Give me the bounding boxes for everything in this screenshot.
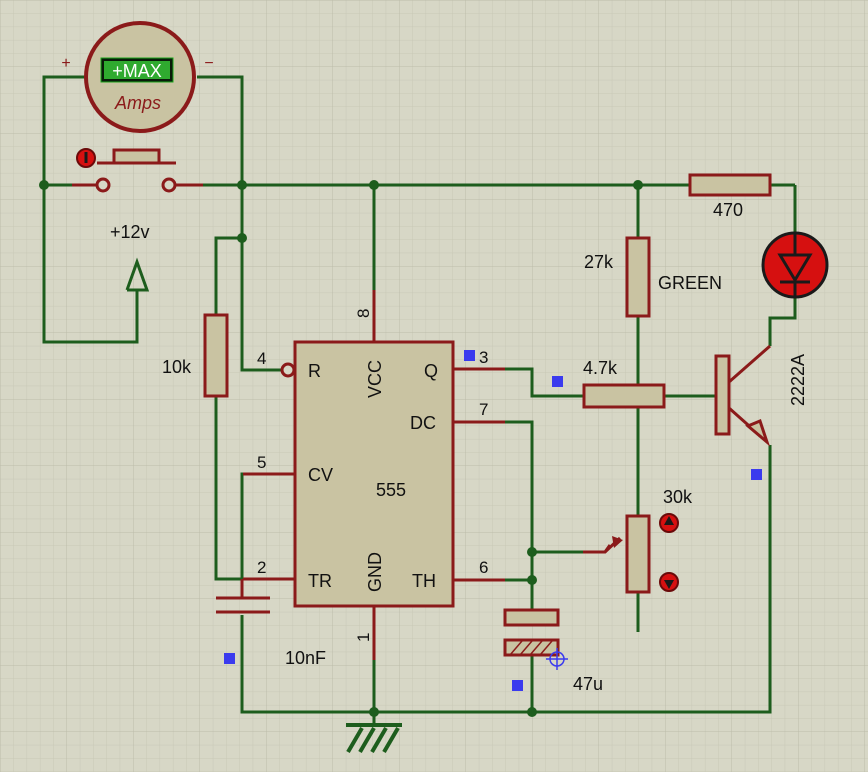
resistor-470[interactable]: 470 (688, 173, 772, 220)
pot-label: 30k (663, 487, 693, 507)
probe-markers (224, 350, 762, 691)
capacitor-10nf-label: 10nF (285, 648, 326, 668)
pin-number-6: 6 (479, 558, 488, 577)
led-label: GREEN (658, 273, 722, 293)
crosshair-icon (546, 648, 568, 670)
pin-cv-label: CV (308, 465, 333, 485)
ammeter-minus: − (204, 55, 213, 72)
resistor-4-7k[interactable]: 4.7k (582, 358, 666, 409)
pin-tr-label: TR (308, 571, 332, 591)
pin-th-label: TH (412, 571, 436, 591)
marker-emitter[interactable] (751, 469, 762, 480)
marker-q[interactable] (464, 350, 475, 361)
resistor-4-7k-label: 4.7k (583, 358, 618, 378)
marker-47u[interactable] (512, 680, 523, 691)
pin-number-1: 1 (354, 633, 373, 642)
pin-number-5: 5 (257, 453, 266, 472)
pin-gnd-label: GND (365, 552, 385, 592)
pot-increase-icon[interactable] (659, 513, 679, 533)
pin-number-7: 7 (479, 400, 488, 419)
push-button-switch[interactable] (72, 148, 203, 193)
wires (42, 75, 797, 714)
capacitor-47u[interactable]: 47u (503, 608, 603, 694)
resistor-470-label: 470 (713, 200, 743, 220)
capacitor-10nf[interactable]: 10nF (216, 579, 326, 668)
resistor-10k-label: 10k (162, 357, 192, 377)
transistor-2222a[interactable]: 2222A (714, 344, 808, 447)
ammeter-reading: +MAX (112, 61, 162, 81)
ground-symbol (346, 712, 402, 754)
ic-555[interactable]: 555 R Q DC CV TR TH VCC GND 4 5 2 3 7 6 … (243, 290, 505, 660)
marker-10nf[interactable] (224, 653, 235, 664)
supply-label: +12v (110, 222, 150, 242)
pin-q-label: Q (424, 361, 438, 381)
power-terminal: +12v (110, 222, 150, 292)
ic-name: 555 (376, 480, 406, 500)
marker-4-7k[interactable] (552, 376, 563, 387)
ammeter-unit: Amps (114, 93, 161, 113)
button-press-icon[interactable] (76, 148, 96, 168)
ammeter-plus: + (61, 55, 70, 72)
pot-decrease-icon[interactable] (659, 572, 679, 592)
pin-number-8: 8 (354, 309, 373, 318)
pin-r-label: R (308, 361, 321, 381)
resistor-10k[interactable]: 10k (162, 313, 229, 398)
led-green[interactable]: GREEN (658, 231, 829, 299)
pin-dc-label: DC (410, 413, 436, 433)
pin-number-4: 4 (257, 349, 266, 368)
pin-number-2: 2 (257, 558, 266, 577)
ammeter[interactable]: +MAX Amps + − (61, 21, 214, 133)
pin-vcc-label: VCC (365, 360, 385, 398)
resistor-27k[interactable]: 27k (584, 236, 651, 318)
potentiometer-30k[interactable]: 30k (583, 487, 693, 594)
resistor-27k-label: 27k (584, 252, 614, 272)
pin-number-3: 3 (479, 348, 488, 367)
transistor-label: 2222A (788, 354, 808, 406)
capacitor-47u-label: 47u (573, 674, 603, 694)
